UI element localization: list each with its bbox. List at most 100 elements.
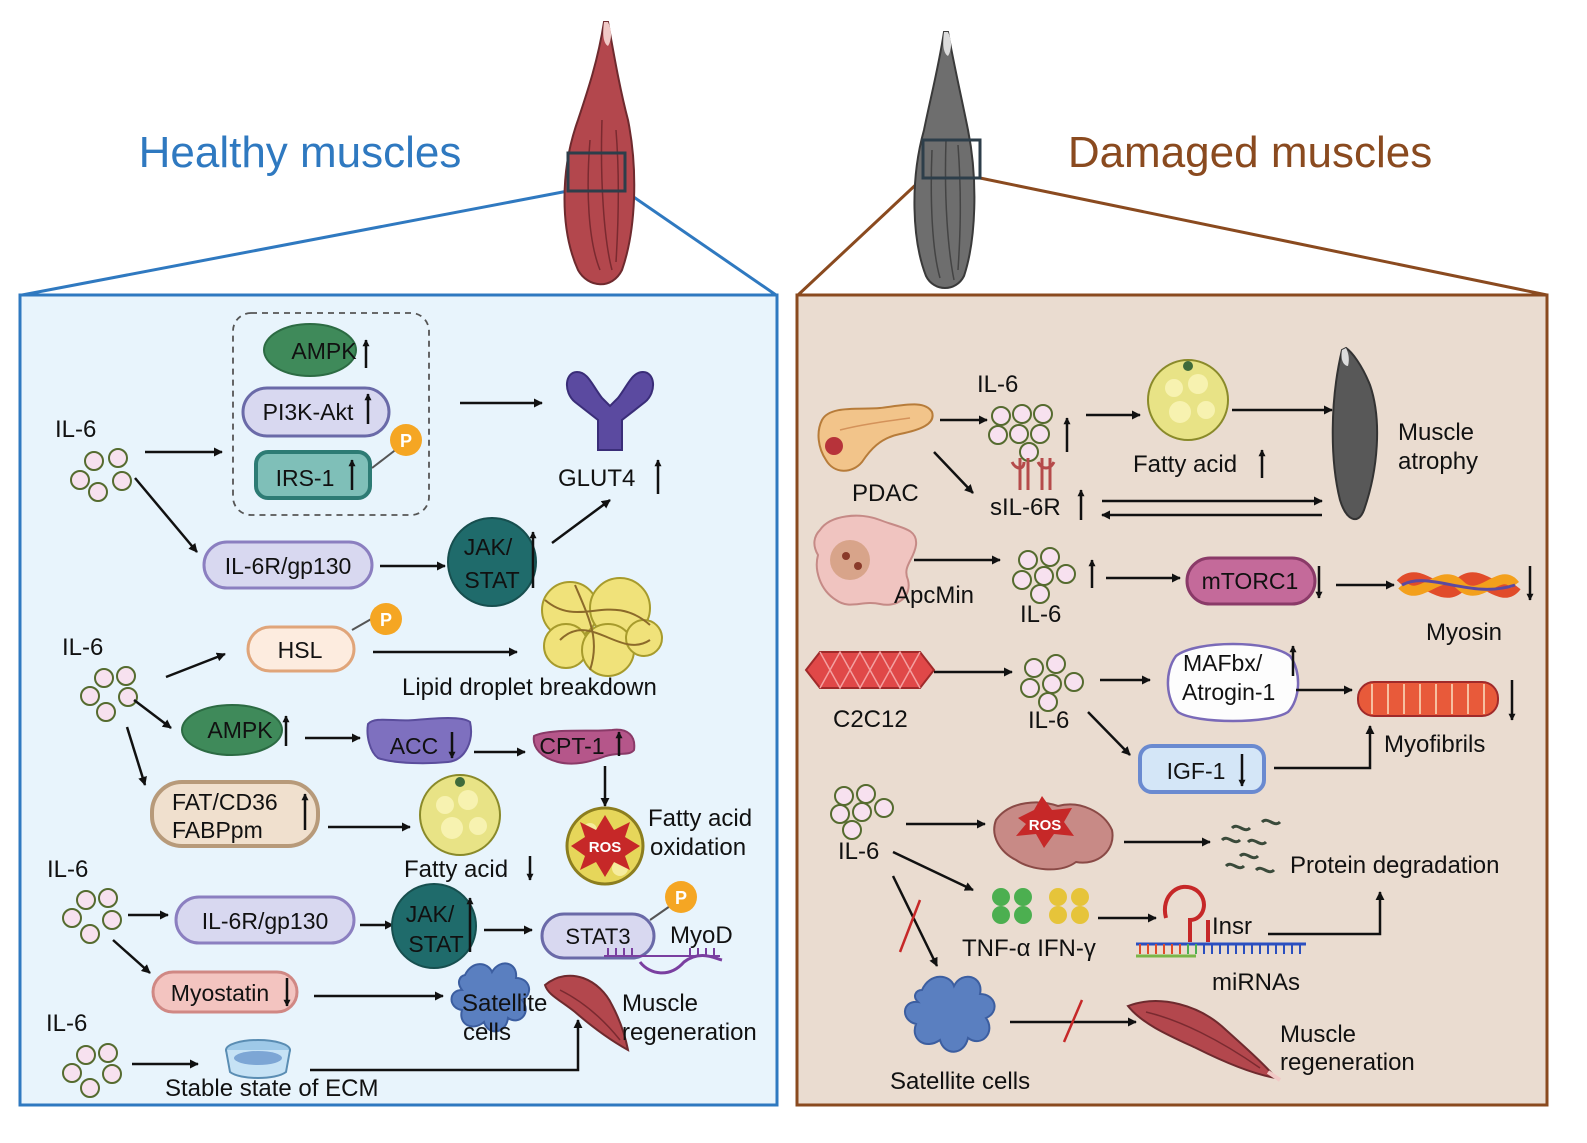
ecm-dish-icon	[225, 1039, 291, 1079]
fatty-acid-icon-d	[1147, 359, 1229, 441]
satellite-cell-icon-d	[904, 975, 996, 1053]
mirnas-label: miRNAs	[1212, 969, 1300, 996]
svg-text:ACC: ACC	[390, 733, 439, 759]
damaged-title: Damaged muscles	[1068, 128, 1432, 177]
sil6r-receptor-icon	[1010, 458, 1056, 490]
svg-text:IGF-1: IGF-1	[1167, 758, 1226, 784]
regen-label-d-a: Muscle	[1280, 1021, 1356, 1048]
intestine-icon	[813, 514, 918, 606]
regen-label-d-b: regeneration	[1280, 1049, 1415, 1076]
myofibrils-label: Myofibrils	[1384, 731, 1485, 758]
il6r-gp130-label-1: IL-6R/gp130	[225, 553, 352, 579]
dna-strand-icon	[604, 948, 723, 975]
il6-label-d3: IL-6	[1028, 707, 1069, 734]
satellite-cell-icon	[450, 962, 531, 1033]
muscle-regeneration-icon-d	[1126, 1000, 1282, 1082]
svg-text:JAK/: JAK/	[406, 901, 455, 927]
phospho-icon	[665, 881, 697, 913]
regen-label-b: regeneration	[622, 1019, 757, 1046]
damaged-muscle-icon	[913, 31, 982, 289]
svg-text:STAT3: STAT3	[565, 924, 630, 949]
il6r-gp130-node-2	[174, 895, 356, 945]
satellite-label-b: cells	[463, 1019, 511, 1046]
insulin-signaling-group	[232, 312, 430, 516]
ampk-node	[263, 323, 357, 377]
jak-stat-node-1	[447, 517, 537, 607]
ecm-label: Stable state of ECM	[165, 1075, 378, 1102]
fatty-acid-label-d: Fatty acid	[1133, 451, 1237, 478]
svg-text:IL-6R/gp130: IL-6R/gp130	[202, 908, 329, 934]
cpt1-node	[532, 728, 636, 765]
svg-text:P: P	[380, 610, 392, 630]
c2c12-cells-icon	[804, 650, 936, 690]
muscle-regeneration-icon	[543, 974, 630, 1052]
atrophy-label-b: atrophy	[1398, 448, 1478, 475]
il6-cluster-icon	[62, 1043, 122, 1098]
il6-cluster-icon	[1012, 547, 1076, 604]
il6-label-d2: IL-6	[1020, 601, 1061, 628]
svg-text:CPT-1: CPT-1	[539, 733, 604, 759]
phospho-icon	[390, 424, 422, 456]
irs1-label: IRS-1	[276, 465, 335, 491]
il6-cluster-icon	[62, 888, 122, 944]
svg-text:AMPK: AMPK	[207, 717, 273, 743]
fatty-acid-label: Fatty acid	[404, 856, 508, 883]
il6-cluster-icon	[70, 448, 132, 502]
fatty-acid-icon	[419, 774, 501, 856]
pancreas-icon	[817, 403, 934, 472]
pi3k-akt-node	[241, 386, 391, 438]
atrophy-label-a: Muscle	[1398, 419, 1474, 446]
svg-text:Myostatin: Myostatin	[171, 980, 269, 1006]
pi3k-akt-label: PI3K-Akt	[263, 399, 354, 425]
lipid-droplet-icon	[541, 577, 663, 677]
svg-text:JAK/: JAK/	[464, 534, 513, 560]
hsl-label: HSL	[278, 637, 323, 663]
il6-cluster-icon	[988, 404, 1053, 462]
il6-label-4: IL-6	[46, 1010, 87, 1037]
apcmin-label: ApcMin	[894, 582, 974, 609]
il6-label-3: IL-6	[47, 856, 88, 883]
glut4-icon	[566, 370, 654, 451]
svg-text:ROS: ROS	[1029, 817, 1062, 834]
myosin-icon	[1396, 572, 1521, 598]
svg-text:P: P	[675, 888, 687, 908]
healthy-title: Healthy muscles	[139, 128, 462, 177]
igf1-node	[1138, 744, 1266, 794]
atrophy-muscle-icon	[1331, 346, 1379, 521]
myofibrils-icon	[1357, 681, 1499, 717]
lipid-breakdown-label: Lipid droplet breakdown	[402, 674, 657, 701]
sil6r-label: sIL-6R	[990, 494, 1061, 521]
insr-mirna-icon	[1136, 884, 1306, 958]
svg-text:FAT/CD36: FAT/CD36	[172, 789, 278, 815]
insr-label: Insr	[1212, 913, 1252, 940]
svg-text:STAT: STAT	[464, 567, 519, 593]
fat-cd36-node	[150, 780, 320, 848]
svg-text:P: P	[400, 431, 412, 451]
mtorc1-node	[1185, 556, 1317, 606]
il6r-gp130-node-1	[202, 540, 374, 590]
svg-text:MAFbx/: MAFbx/	[1183, 650, 1263, 676]
ros-damaged-cell-icon: ROS	[993, 796, 1114, 871]
svg-text:ROS: ROS	[589, 839, 622, 856]
il6-cluster-icon	[80, 666, 138, 722]
svg-text:STAT: STAT	[408, 931, 463, 957]
il6-cluster-icon	[830, 784, 894, 840]
il6-label-1: IL-6	[55, 416, 96, 443]
cytokine-dots-icon	[992, 888, 1089, 924]
irs1-node	[254, 450, 372, 500]
fao-label-a: Fatty acid	[648, 805, 752, 832]
svg-text:FABPpm: FABPpm	[172, 817, 263, 843]
myod-label: MyoD	[670, 922, 733, 949]
stat3-node	[540, 912, 656, 960]
ros-mitochondria-icon: ROS	[565, 806, 645, 886]
protein-degradation-label: Protein degradation	[1290, 852, 1499, 879]
c2c12-label: C2C12	[833, 706, 908, 733]
mafbx-node	[1166, 642, 1300, 723]
il6-label-2: IL-6	[62, 634, 103, 661]
jak-stat-node-2	[391, 883, 477, 969]
svg-text:Atrogin-1: Atrogin-1	[1182, 679, 1275, 705]
acc-node	[366, 717, 472, 765]
svg-text:mTORC1: mTORC1	[1202, 568, 1299, 594]
regen-label-a: Muscle	[622, 990, 698, 1017]
